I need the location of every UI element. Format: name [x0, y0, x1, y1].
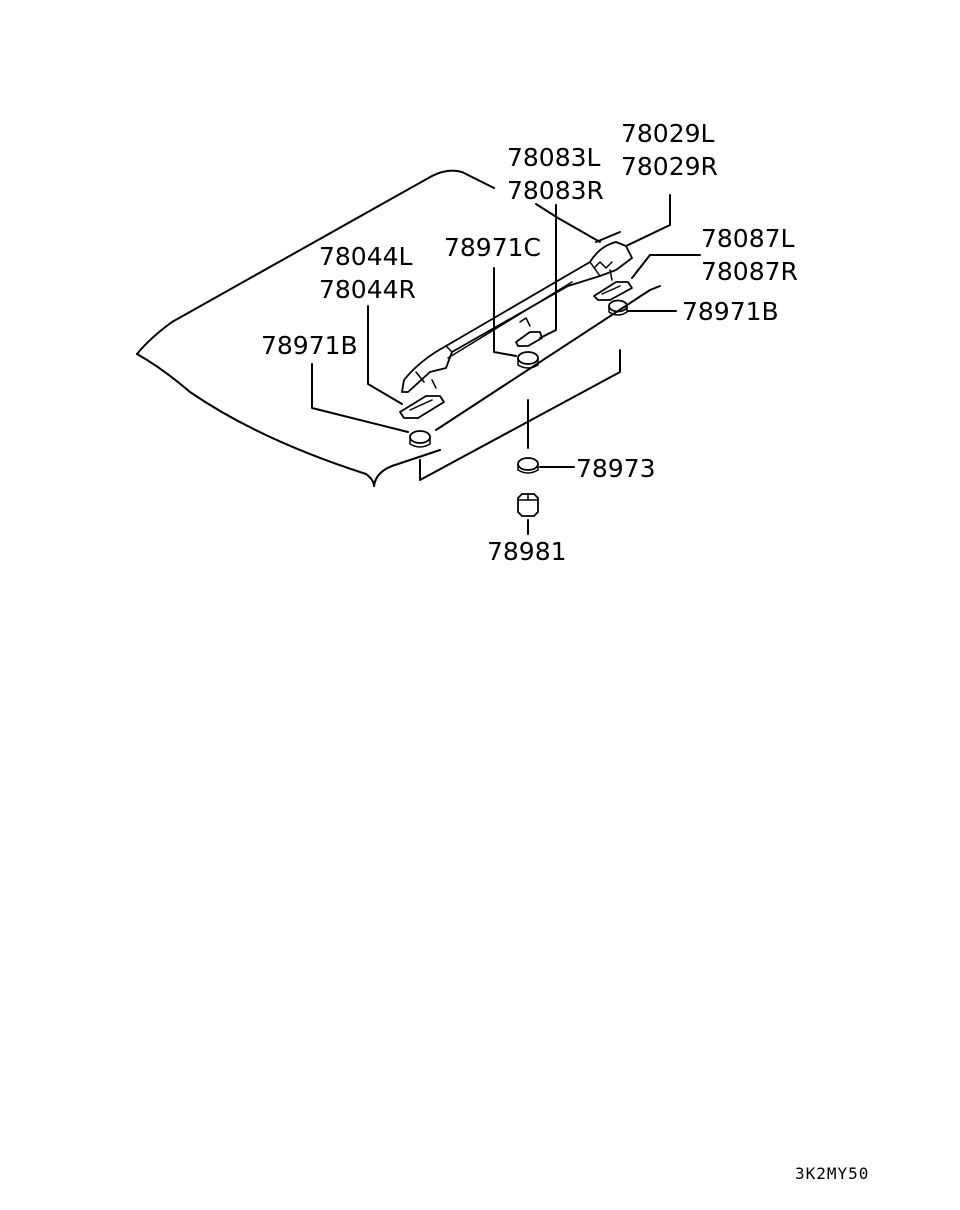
center-pad [515, 331, 543, 347]
label-78981: 78981 [487, 537, 567, 566]
label-78973: 78973 [576, 454, 656, 483]
label-78971C: 78971C [444, 233, 541, 262]
label-78971B-right: 78971B [682, 297, 779, 326]
label-78044R: 78044R [319, 275, 416, 304]
label-78083L: 78083L [507, 143, 601, 172]
label-78029R: 78029R [621, 152, 718, 181]
label-78087R: 78087R [701, 257, 798, 286]
leader-lines [311, 194, 701, 535]
rail-base-rear [593, 281, 633, 301]
roof-rail [401, 241, 633, 393]
roof-panel [136, 169, 621, 487]
grommet-78971B-left [409, 430, 431, 448]
label-78029L: 78029L [621, 119, 715, 148]
rail-base-front [399, 395, 445, 419]
label-78083R: 78083R [507, 176, 604, 205]
grommet-78971C [517, 351, 539, 369]
washer-78973 [517, 457, 539, 474]
label-78044L: 78044L [319, 242, 413, 271]
label-78087L: 78087L [701, 224, 795, 253]
diagram-code: 3K2MY50 [795, 1164, 869, 1183]
label-78971B-left: 78971B [261, 331, 358, 360]
nut-78981 [517, 493, 539, 517]
